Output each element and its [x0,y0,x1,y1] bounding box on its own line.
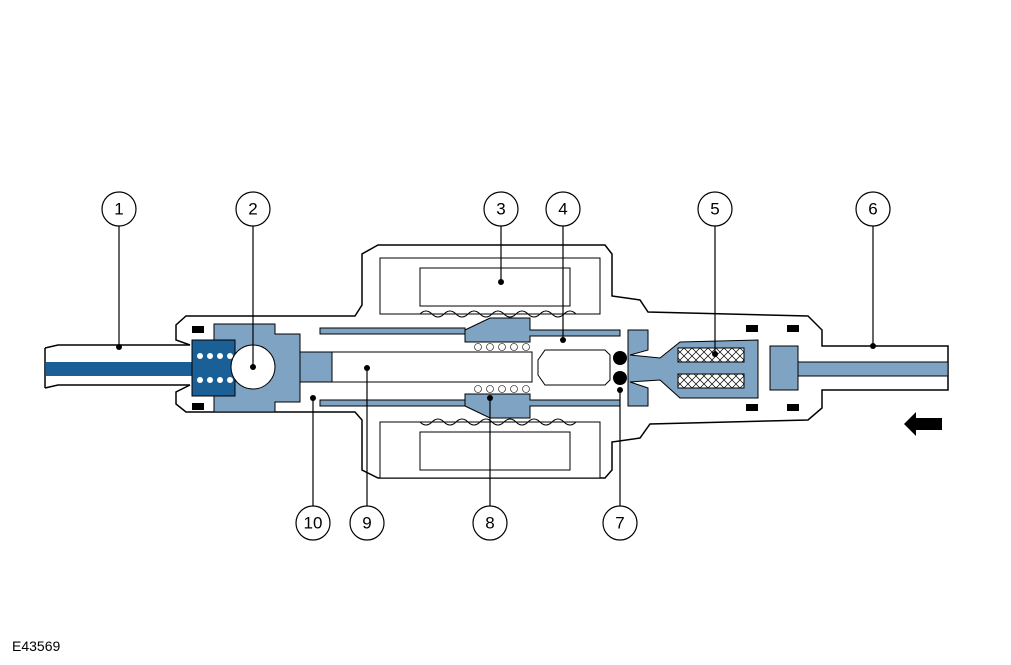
valve-ball-lower [613,371,627,385]
callout-1: 1 [114,200,123,219]
callout-circles [101,191,891,541]
callout-7: 7 [615,514,624,533]
callout-8: 8 [485,514,494,533]
callout-10: 10 [304,514,323,533]
figure-id: E43569 [12,638,61,654]
check-spring [197,353,233,383]
plunger [331,351,533,383]
callout-5: 5 [710,200,719,219]
callout-9: 9 [362,514,371,533]
seals [192,325,799,411]
leader-dots [116,279,876,401]
callout-4: 4 [558,200,567,219]
left-arrow-icon [904,412,942,436]
callout-3: 3 [496,200,505,219]
valve-ball-upper [613,351,627,365]
check-spring-housing [191,339,236,397]
callout-6: 6 [868,200,877,219]
outlet-channel [46,362,192,376]
callout-2: 2 [248,200,257,219]
return-spring [474,343,530,393]
filter [677,347,745,389]
leader-lines [118,226,874,506]
armature [537,349,611,386]
